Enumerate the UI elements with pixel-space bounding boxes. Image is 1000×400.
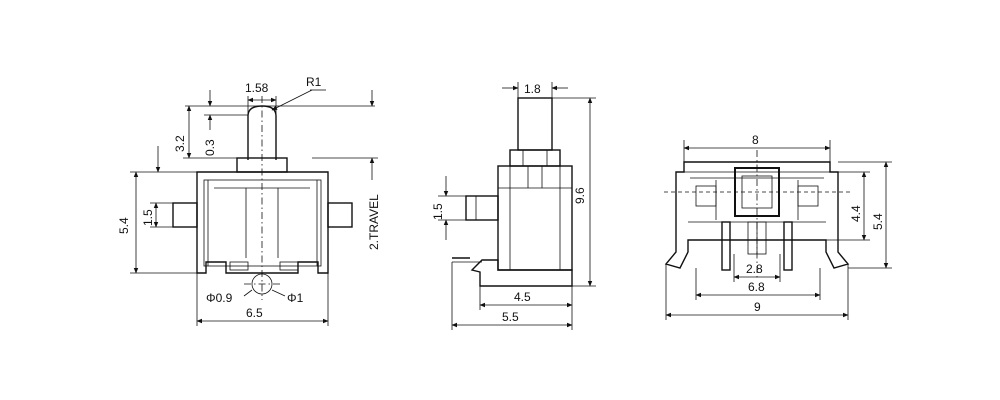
front-pin-circle xyxy=(251,273,273,295)
side-base xyxy=(470,259,573,287)
side-plunger xyxy=(517,97,553,151)
dim-phi-1: Φ1 xyxy=(287,291,304,305)
front-view: 1.58 R1 3.2 0.3 5.4 1.5 2.TRAVEL Φ0.9 xyxy=(117,75,381,326)
front-contact-right xyxy=(279,261,299,271)
dim-0-3: 0.3 xyxy=(203,139,217,156)
dim-9-6: 9.6 xyxy=(573,187,587,204)
dim-1-5-side: 1.5 xyxy=(431,203,445,220)
front-tab-right xyxy=(327,202,353,228)
side-collar xyxy=(509,149,561,167)
front-inner-frame xyxy=(203,179,322,267)
top-detail-left xyxy=(695,185,717,207)
side-body xyxy=(497,165,573,271)
front-contact-left xyxy=(229,261,249,271)
dim-travel: 2.TRAVEL xyxy=(367,194,381,250)
dim-r1: R1 xyxy=(306,75,322,89)
dim-2-8: 2.8 xyxy=(746,262,763,276)
dim-6-8: 6.8 xyxy=(748,280,765,294)
dim-1-5-front: 1.5 xyxy=(141,209,155,226)
dim-5-4: 5.4 xyxy=(117,217,131,234)
dim-4-4: 4.4 xyxy=(849,205,863,222)
dim-8: 8 xyxy=(752,133,759,147)
dim-3-2: 3.2 xyxy=(173,135,187,152)
top-frame xyxy=(664,161,850,269)
front-body xyxy=(196,171,329,274)
top-pin-right xyxy=(783,221,793,271)
side-view: 1.8 9.6 1.5 4.5 5.5 xyxy=(431,82,596,330)
dim-phi-0-9: Φ0.9 xyxy=(206,291,233,305)
top-view: 8 4.4 5.4 2.8 6.8 9 xyxy=(664,133,892,320)
top-detail-right xyxy=(797,185,819,207)
dim-1-58: 1.58 xyxy=(245,81,269,95)
dim-1-8: 1.8 xyxy=(524,82,541,96)
front-tab-left xyxy=(172,202,198,228)
dim-5-5: 5.5 xyxy=(502,310,519,324)
top-pin-left xyxy=(721,221,731,271)
dim-6-5: 6.5 xyxy=(246,306,263,320)
dim-4-5: 4.5 xyxy=(514,290,531,304)
side-tab xyxy=(465,195,499,221)
dim-5-4-top: 5.4 xyxy=(871,213,885,230)
dim-9: 9 xyxy=(754,300,761,314)
